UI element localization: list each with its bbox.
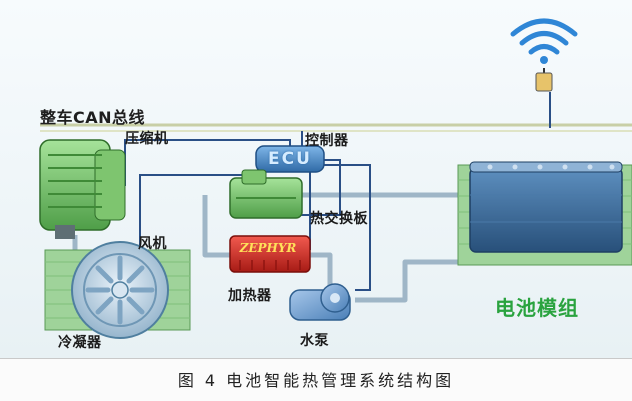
ecu-text: ECU: [268, 149, 312, 169]
wifi-icon: [510, 18, 578, 64]
pump-label: 水泵: [300, 333, 329, 349]
water-pump: [289, 283, 351, 321]
heater-brand: ZEPHYR: [239, 241, 297, 255]
heat-exchanger: [229, 169, 303, 219]
fan-label: 风机: [138, 236, 167, 252]
battery-pack: [469, 161, 623, 253]
can-bus-label: 整车CAN总线: [40, 108, 146, 127]
fan-icon: [71, 241, 169, 339]
ecu-box: [255, 145, 325, 173]
can-bus: [40, 123, 632, 132]
battery-module-label: 电池模组: [495, 296, 579, 320]
caption-bar: [0, 358, 632, 401]
compressor-label: 压缩机: [125, 131, 169, 147]
heater-label: 加热器: [228, 288, 272, 304]
figure-caption: 图 4 电池智能热管理系统结构图: [177, 371, 455, 390]
condenser-label: 冷凝器: [58, 335, 102, 351]
compressor-unit: [39, 139, 126, 239]
diagram-svg: [39, 18, 632, 339]
wireless-module-icon: [535, 68, 553, 128]
controller-label: 控制器: [305, 133, 349, 149]
heater-unit: [229, 235, 311, 273]
heat-exchanger-label: 热交换板: [310, 211, 368, 227]
